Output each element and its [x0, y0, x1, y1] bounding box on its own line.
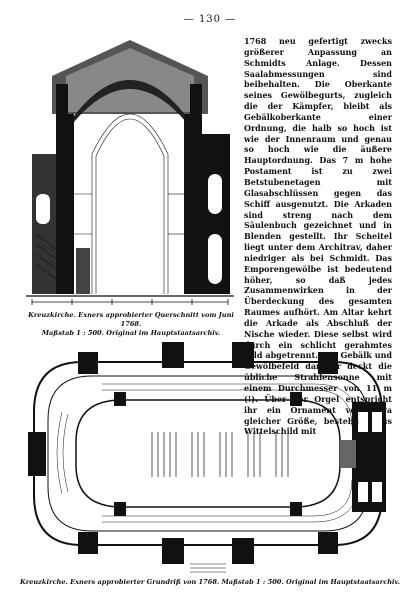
cross-section-caption-title: Kreuzkirche. Exners approbierter Quersch…: [28, 311, 234, 328]
cross-section-caption: Kreuzkirche. Exners approbierter Quersch…: [22, 311, 240, 338]
cross-section-drawing: [26, 40, 234, 305]
cross-section-caption-scale: Maßstab 1 : 500. Original im Hauptstaats…: [41, 329, 221, 337]
floor-plan-caption: Kreuzkirche. Exners approbierter Grundri…: [19, 578, 401, 586]
floor-plan-drawing: [28, 342, 386, 573]
page-number: — 130 —: [183, 14, 237, 25]
